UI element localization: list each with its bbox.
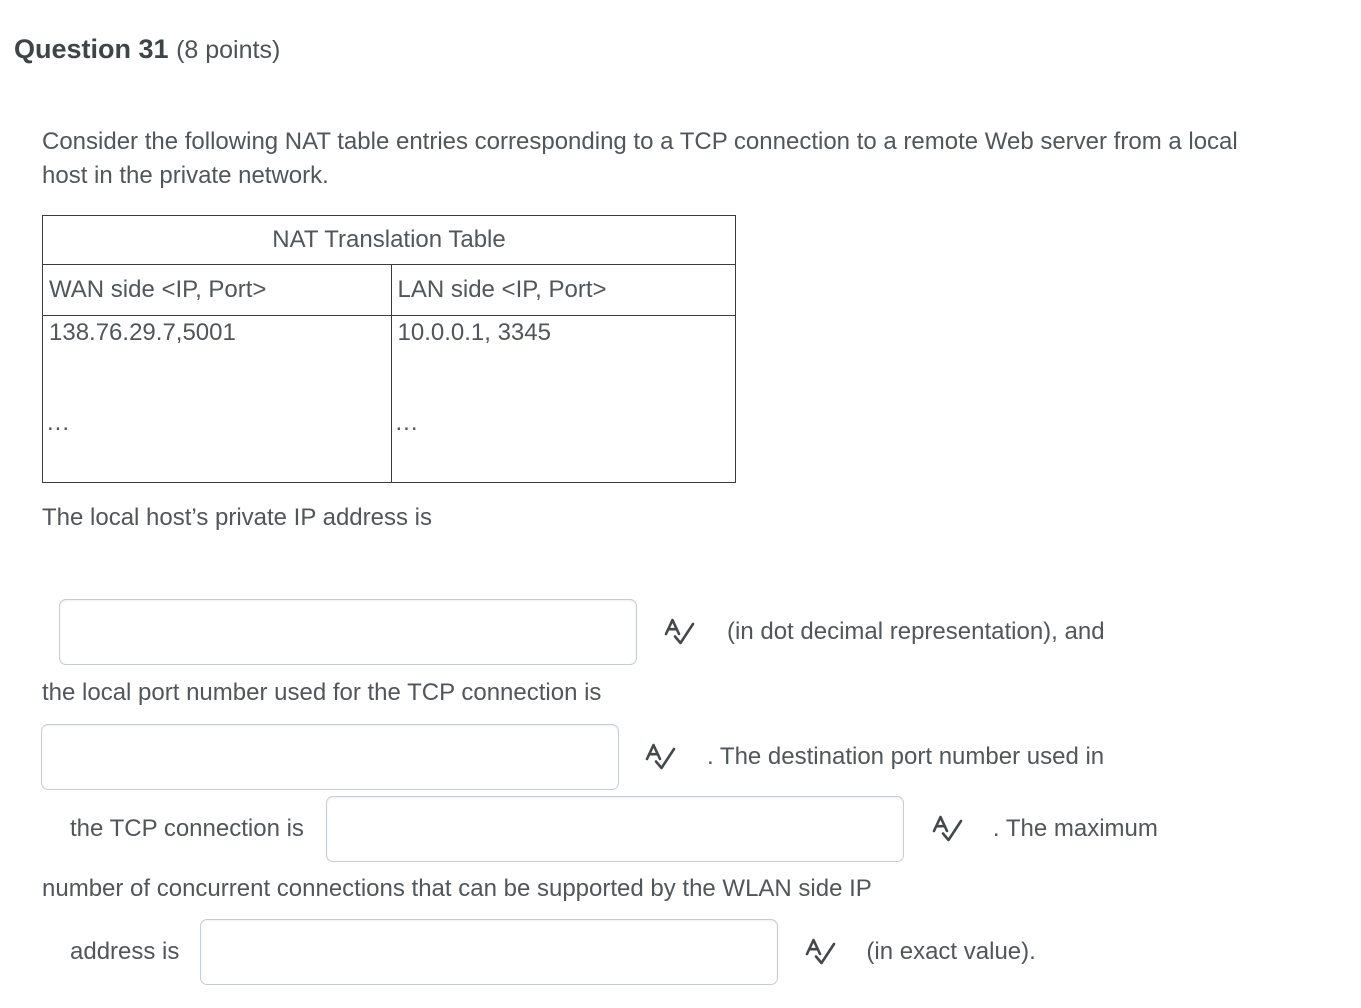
nat-translation-table: NAT Translation Table WAN side <IP, Port… [42,215,736,483]
answer-1-suffix-text: (in dot decimal representation), and [727,618,1105,645]
table-row-header: WAN side <IP, Port> LAN side <IP, Port> [42,264,736,316]
answer-input-destination-port[interactable] [325,796,904,862]
lan-address-value: 10.0.0.1, 3345 [397,319,551,346]
answer-row-2: . The destination port number used in [41,724,1104,790]
answer-3-suffix-text: . The maximum [992,815,1158,842]
question-body: Consider the following NAT table entries… [42,125,1332,535]
nat-table-container: NAT Translation Table WAN side <IP, Port… [42,215,1332,483]
answer-row-4: address is (in exact value). [42,919,1036,985]
question-points: (8 points) [176,36,281,64]
spellcheck-icon[interactable] [804,937,838,967]
nat-table-caption: NAT Translation Table [42,215,736,265]
wan-address-value: 138.76.29.7,5001 [49,319,236,346]
lan-ellipsis: ... [395,409,419,436]
page-title: Question 31 [14,34,169,64]
table-row: 138.76.29.7,5001 ... 10.0.0.1, 3345 ... [42,315,736,483]
answer-input-max-connections[interactable] [200,919,779,985]
answer-2-suffix-text: . The destination port number used in [707,743,1105,770]
answer-line-2-text: the local port number used for the TCP c… [42,679,602,706]
column-header-lan: LAN side <IP, Port> [390,264,736,316]
question-prompt: Consider the following NAT table entries… [42,128,1238,189]
answer-4-prefix-text: address is [70,938,180,965]
wan-ellipsis: ... [47,409,71,436]
question-header: Question 31 (8 points) [14,32,280,67]
spellcheck-icon[interactable] [644,742,678,772]
answer-line-4-text: number of concurrent connections that ca… [42,875,872,902]
spellcheck-icon[interactable] [931,814,965,844]
answer-row-3: the TCP connection is . The maximum [42,796,1158,862]
cell-lan-entry: 10.0.0.1, 3345 ... [390,315,736,483]
answer-3-prefix-text: the TCP connection is [70,815,304,842]
answer-input-local-port[interactable] [41,724,619,790]
spellcheck-icon[interactable] [663,617,697,647]
answer-input-private-ip[interactable] [59,599,637,665]
answer-row-1: (in dot decimal representation), and [59,599,1105,665]
cell-wan-entry: 138.76.29.7,5001 ... [42,315,392,483]
answer-intro-text: The local host’s private IP address is [42,504,432,531]
column-header-wan: WAN side <IP, Port> [42,264,392,316]
answer-4-suffix-text: (in exact value). [866,938,1036,965]
table-row-caption: NAT Translation Table [42,215,736,265]
